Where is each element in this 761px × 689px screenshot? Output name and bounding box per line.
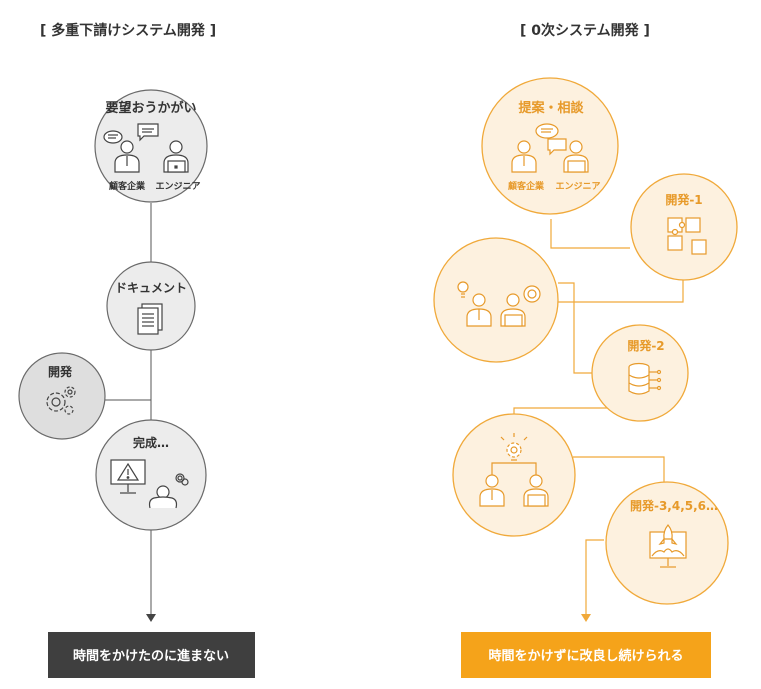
person-icon xyxy=(466,293,492,327)
laptop-icon xyxy=(167,160,186,173)
node-dev3-label: 開発-3,4,5,6… xyxy=(630,498,718,513)
node-dev1-label: 開発-1 xyxy=(665,192,702,207)
node-dev3: 開発-3,4,5,6… xyxy=(605,481,729,605)
puzzle-icon xyxy=(667,217,707,255)
gear-icon xyxy=(500,433,528,461)
chat-bubble-icon xyxy=(523,285,541,303)
node-dev2-label: 開発-2 xyxy=(627,338,664,353)
laptop-icon xyxy=(504,314,523,327)
right-connectors xyxy=(513,219,684,614)
node-consult-label: 提案・相談 xyxy=(518,100,584,116)
node-dev: 開発 xyxy=(18,352,106,440)
node-hearing-sub-left: 顧客企業 xyxy=(109,180,146,192)
node-hearing-sub-right: エンジニア xyxy=(155,181,200,192)
left-result-text: 時間をかけたのに進まない xyxy=(73,648,229,664)
chat-bubble-icon xyxy=(103,123,159,144)
node-complete-label: 完成… xyxy=(133,435,169,450)
node-hearing-label: 要望おうかがい xyxy=(105,100,196,116)
gear-icon xyxy=(46,386,76,415)
node-dev1: 開発-1 xyxy=(630,173,738,281)
node-hearing: 要望おうかがい 顧客企業 エンジニア xyxy=(94,89,208,203)
person-icon xyxy=(479,474,505,507)
database-icon xyxy=(628,362,662,395)
node-dev-label: 開発 xyxy=(48,364,73,379)
node-idea-team xyxy=(452,413,576,537)
left-panel-title: [ 多重下請けシステム開発 ] xyxy=(40,22,216,39)
lightbulb-icon xyxy=(457,281,469,298)
node-complete: 完成… xyxy=(95,419,207,531)
node-dev2: 開発-2 xyxy=(591,324,689,422)
right-result-box: 時間をかけずに改良し続けられる xyxy=(461,632,711,678)
rocket-monitor-icon xyxy=(649,524,687,568)
node-consult-sub-left: 顧客企業 xyxy=(508,180,545,192)
monitor-warning-icon xyxy=(110,459,146,494)
node-consult: 提案・相談 顧客企業 エンジニア xyxy=(481,77,619,215)
person-icon xyxy=(114,140,140,173)
document-icon xyxy=(137,303,163,335)
node-consult-sub-right: エンジニア xyxy=(555,181,600,192)
left-result-box: 時間をかけたのに進まない xyxy=(48,632,255,678)
right-result-text: 時間をかけずに改良し続けられる xyxy=(488,648,683,664)
person-icon xyxy=(511,140,537,173)
left-arrow-head xyxy=(146,614,156,622)
laptop-icon xyxy=(527,494,546,507)
chat-bubble-icon xyxy=(535,123,567,156)
laptop-icon xyxy=(567,160,586,173)
node-document: ドキュメント xyxy=(106,261,196,351)
right-arrow-head xyxy=(581,614,591,622)
connector-lines xyxy=(491,462,537,475)
confused-person-icon xyxy=(148,473,189,509)
right-panel-title: [ 0次システム開発 ] xyxy=(520,22,650,39)
node-team xyxy=(433,237,559,363)
node-document-label: ドキュメント xyxy=(115,281,187,295)
